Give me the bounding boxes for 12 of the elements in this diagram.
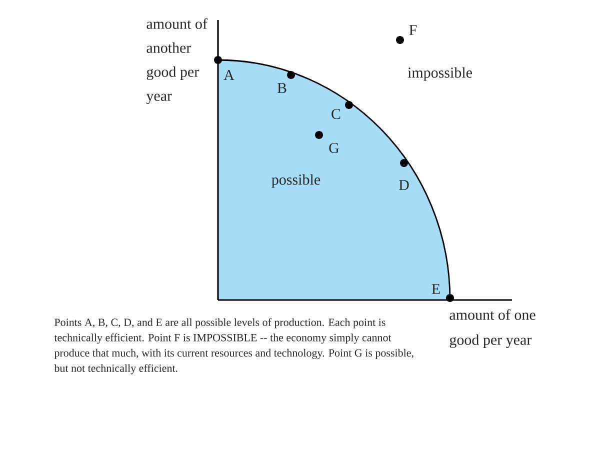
point-label: C xyxy=(332,108,340,120)
region-label: impossible xyxy=(408,67,472,81)
point-label: E xyxy=(432,284,440,294)
point-label: A xyxy=(224,70,234,80)
note-text: Points A, B, C, D, and E are all possible levels of production. Each point is technically efficient. Point F is IMPOSSIBLE -- the economy simply cannot produce that much, with its current resources and technology. Point G is possible, but not technically efficient. xyxy=(54,318,414,374)
axis-label: amount of another good per year xyxy=(146,18,208,104)
point-label: G xyxy=(329,142,339,154)
axis-label: amount of one good per year xyxy=(450,309,536,348)
point-label: F xyxy=(409,25,417,35)
point-label: D xyxy=(399,180,409,190)
point-label: B xyxy=(277,83,286,93)
region-label: possible xyxy=(272,174,320,188)
